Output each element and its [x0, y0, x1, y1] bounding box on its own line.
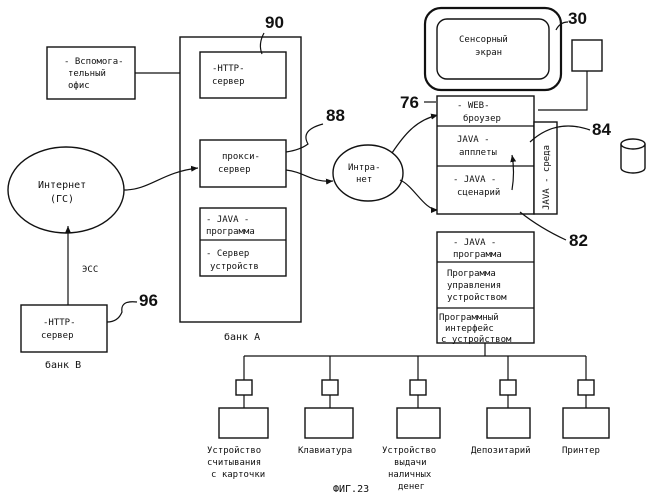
bank-a-http-server-box: -НТТР- сервер	[200, 52, 286, 98]
java-env-label: JAVA - среда	[542, 145, 552, 210]
bank-a-http-line2: сервер	[212, 77, 245, 87]
touchscreen: Сенсорный экран	[425, 8, 561, 90]
bank-a-http-line1: -НТТР-	[212, 64, 245, 74]
aux-office-line3: офис	[68, 81, 90, 91]
bank-a-label: банк А	[224, 331, 260, 343]
device-2-line3: наличных	[388, 470, 432, 480]
device-control-line1: Программа	[447, 269, 496, 279]
device-interface-line2: интерфейс	[445, 324, 494, 334]
device-printer: Принтер	[562, 356, 609, 456]
ecc-label: ЭСС	[82, 265, 98, 275]
scripts-line2: сценарий	[457, 188, 500, 198]
applets-line2: апплеты	[459, 148, 497, 158]
ref-90: 90	[265, 13, 284, 32]
bank-a-java-stack: - JAVA - программа - Сервер устройств	[200, 208, 286, 276]
device-3-line1: Депозитарий	[471, 446, 531, 456]
proxy-line2: сервер	[218, 165, 251, 175]
terminal-stack: - WEB- броузер JAVA - апплеты - JAVA - с…	[437, 96, 557, 214]
intranet-line1: Интра-	[348, 163, 381, 173]
stack-java-line1: - JAVA -	[453, 238, 496, 248]
figure-caption: ФИГ.23	[333, 484, 369, 495]
internet-ellipse: Интернет (ГС)	[8, 147, 124, 233]
device-server-line1: - Сервер	[206, 249, 249, 259]
ref-96: 96	[139, 291, 158, 310]
device-control-line2: управления	[447, 281, 501, 291]
bank-a-java-line1: - JAVA -	[206, 215, 249, 225]
touchscreen-line1: Сенсорный	[459, 35, 508, 45]
bank-a-java-line2: программа	[206, 227, 255, 237]
aux-office-line1: - Вспомога-	[64, 57, 124, 67]
device-0-line2: считывания	[207, 458, 261, 468]
device-2-line2: выдачи	[394, 458, 427, 468]
bank-b-label: банк В	[45, 359, 81, 371]
aux-office-box: - Вспомога- тельный офис	[47, 47, 135, 99]
device-cash-dispenser: Устройство выдачи наличных денег	[382, 356, 440, 492]
ref-30: 30	[568, 9, 587, 28]
device-2-line1: Устройство	[382, 446, 436, 456]
ref-76: 76	[400, 93, 419, 112]
touchscreen-controller-box	[572, 40, 602, 71]
applets-line1: JAVA -	[457, 135, 490, 145]
internet-line2: (ГС)	[50, 194, 74, 205]
device-interface-line1: Программный	[439, 313, 499, 323]
ref-82: 82	[569, 231, 588, 250]
device-control-line3: устройством	[447, 293, 507, 303]
bank-b-http-server-box: -НТТР- сервер	[21, 305, 107, 352]
internet-line1: Интернет	[38, 180, 86, 191]
ref-96-leader	[107, 302, 137, 322]
device-4-line1: Принтер	[562, 446, 600, 456]
device-interface-line3: с устройством	[441, 335, 512, 345]
proxy-line1: прокси-	[222, 152, 260, 162]
stack-java-line2: программа	[453, 250, 502, 260]
device-server-line2: устройств	[210, 262, 259, 272]
intranet-ellipse: Интра- нет	[333, 145, 403, 201]
intranet-to-browser-arrow	[392, 115, 438, 153]
intranet-to-scripts-arrow	[400, 180, 438, 210]
device-1-line1: Клавиатура	[298, 446, 352, 456]
intranet-line2: нет	[356, 175, 372, 185]
ref-84: 84	[592, 120, 611, 139]
bank-b-http-line2: сервер	[41, 331, 74, 341]
ref-88: 88	[326, 106, 345, 125]
device-2-line4: денег	[398, 482, 425, 492]
device-depository: Депозитарий	[471, 356, 531, 456]
device-keyboard: Клавиатура	[298, 356, 353, 456]
scripts-line1: - JAVA -	[453, 175, 496, 185]
database-icon	[621, 139, 645, 173]
proxy-server-box: прокси- сервер	[200, 140, 286, 187]
device-software-stack: - JAVA - программа Программа управления …	[437, 232, 534, 345]
device-0-line1: Устройство	[207, 446, 261, 456]
browser-line2: броузер	[463, 113, 501, 124]
device-0-line3: с карточки	[211, 470, 265, 480]
device-card-reader: Устройство считывания с карточки	[207, 356, 268, 480]
touchscreen-line2: экран	[475, 48, 502, 58]
bank-b-http-line1: -НТТР-	[43, 318, 76, 328]
browser-line1: - WEB-	[457, 101, 490, 111]
aux-office-line2: тельный	[68, 69, 106, 79]
